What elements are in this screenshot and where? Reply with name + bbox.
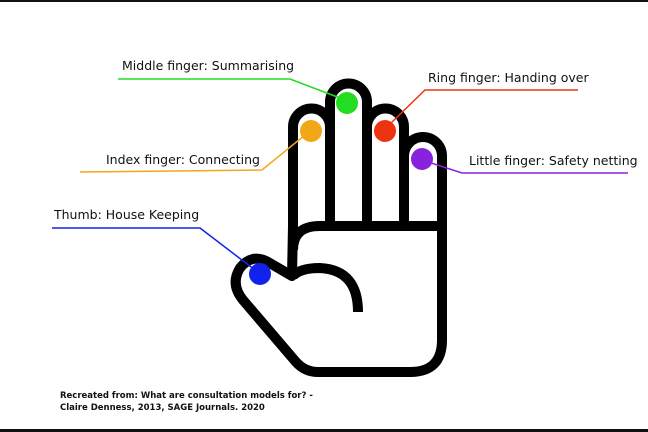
ring-finger-label: Ring finger: Handing over <box>428 70 589 85</box>
ring-leader-line <box>389 89 578 125</box>
index-finger-label: Index finger: Connecting <box>106 152 260 167</box>
middle-dot <box>336 92 358 114</box>
citation-line-1: Recreated from: What are consultation mo… <box>60 391 313 401</box>
little-finger-label: Little finger: Safety netting <box>469 153 638 168</box>
little-dot <box>411 148 433 170</box>
thumb-dot <box>249 263 271 285</box>
index-dot <box>300 120 322 142</box>
middle-leader-line <box>118 78 341 99</box>
thumb-leader-line <box>52 227 256 271</box>
ring-dot <box>374 120 396 142</box>
index-leader-line <box>79 134 306 173</box>
thumb-label: Thumb: House Keeping <box>54 207 200 222</box>
little-leader-line <box>427 161 628 174</box>
citation: Recreated from: What are consultation mo… <box>60 390 313 414</box>
middle-finger-label: Middle finger: Summarising <box>122 58 295 73</box>
hand-outline-icon <box>230 78 447 377</box>
citation-line-2: Claire Denness, 2013, SAGE Journals. 202… <box>60 403 265 413</box>
